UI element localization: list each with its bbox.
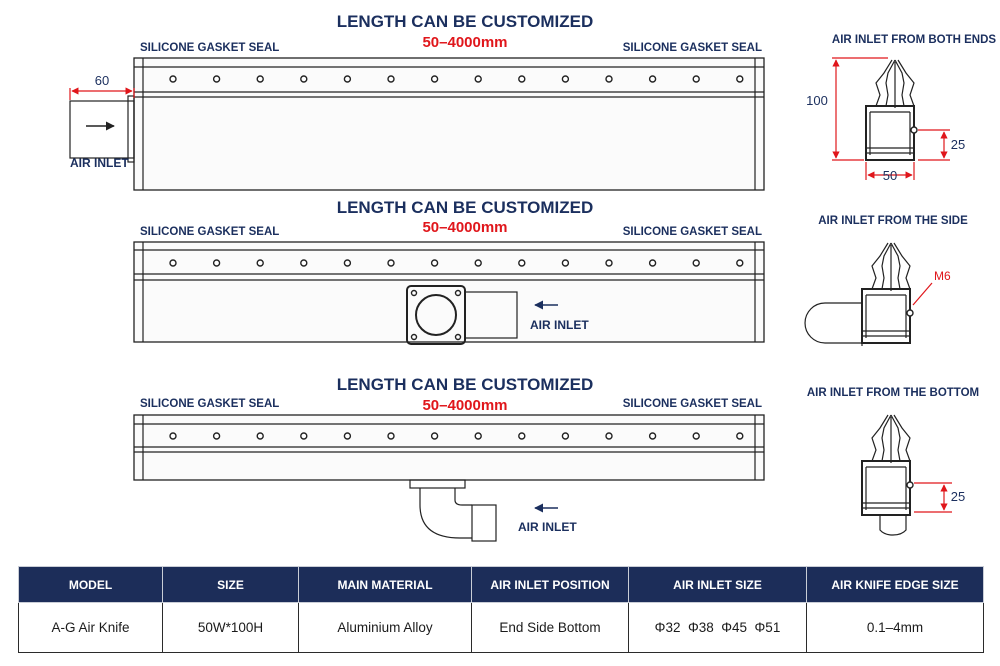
bottom-inlet-elbow [409, 479, 497, 542]
gasket-hole [561, 432, 570, 440]
gasket-hole [474, 259, 482, 267]
header-size: SIZE [162, 566, 299, 603]
dim-width: 50 [883, 168, 897, 183]
dim-port-3: 25 [951, 489, 965, 504]
header-inlet-size: AIR INLET SIZE [628, 566, 807, 603]
gasket-hole [212, 75, 221, 83]
gasket-hole [256, 259, 264, 267]
gasket-hole [169, 75, 177, 83]
spec-table: MODEL SIZE MAIN MATERIAL AIR INLET POSIT… [18, 566, 984, 653]
cell-material: Aluminium Alloy [298, 602, 472, 653]
gasket-hole [692, 75, 700, 83]
header-inlet-position: AIR INLET POSITION [471, 566, 629, 603]
gasket-hole [518, 432, 526, 440]
gasket-hole [605, 432, 613, 440]
cell-model: A-G Air Knife [18, 602, 163, 653]
gasket-hole [474, 75, 482, 83]
gasket-hole [212, 259, 221, 267]
heading-2: LENGTH CAN BE CUSTOMIZED [337, 198, 594, 217]
dim-port-1: 25 [951, 137, 965, 152]
gasket-hole [736, 432, 744, 440]
diagram-end-inlet: LENGTH CAN BE CUSTOMIZED 50–4000mm SILIC… [69, 12, 765, 191]
gasket-hole [430, 432, 439, 440]
thread-label: M6 [934, 269, 951, 283]
seal-right-3: SILICONE GASKET SEAL [623, 398, 762, 410]
gasket-hole [648, 259, 657, 267]
gasket-hole [430, 75, 439, 83]
gasket-hole [343, 75, 352, 83]
range-3: 50–4000mm [422, 397, 507, 414]
header-material: MAIN MATERIAL [298, 566, 472, 603]
gasket-hole [736, 259, 744, 267]
heading-3: LENGTH CAN BE CUSTOMIZED [337, 375, 594, 394]
gasket-hole [300, 432, 308, 440]
gasket-hole [518, 259, 526, 267]
gasket-hole [300, 75, 308, 83]
air-inlet-label-3: AIR INLET [518, 520, 577, 534]
section-bottom: AIR INLET FROM THE BOTTOM 25 [807, 387, 979, 536]
heading-1: LENGTH CAN BE CUSTOMIZED [337, 12, 594, 31]
gasket-hole [648, 75, 657, 83]
gasket-hole [430, 259, 439, 267]
seal-left-3: SILICONE GASKET SEAL [140, 398, 279, 410]
seal-right-1: SILICONE GASKET SEAL [623, 42, 762, 54]
cell-inlet-size: Φ32 Φ38 Φ45 Φ51 [628, 602, 807, 653]
dim-height: 100 [806, 93, 828, 108]
diagram-bottom-inlet: LENGTH CAN BE CUSTOMIZED 50–4000mm SILIC… [133, 375, 765, 542]
section-title-2: AIR INLET FROM THE SIDE [818, 215, 968, 227]
table-row: A-G Air Knife 50W*100H Aluminium Alloy E… [18, 602, 984, 653]
cell-size: 50W*100H [162, 602, 299, 653]
gasket-hole [256, 75, 264, 83]
gasket-hole [736, 75, 744, 83]
knife-body-1 [133, 57, 765, 191]
knife-body-2 [133, 241, 765, 343]
gasket-hole [692, 432, 700, 440]
gasket-hole [605, 75, 613, 83]
gasket-hole [343, 432, 352, 440]
cell-inlet-position: End Side Bottom [471, 602, 629, 653]
gasket-hole [518, 75, 526, 83]
seal-left-2: SILICONE GASKET SEAL [140, 226, 279, 238]
gasket-hole [692, 259, 700, 267]
gasket-hole [256, 432, 264, 440]
gasket-hole [387, 259, 395, 267]
seal-left-1: SILICONE GASKET SEAL [140, 42, 279, 54]
dim-inlet-length: 60 [95, 73, 109, 88]
section-title-1: AIR INLET FROM BOTH ENDS [832, 34, 997, 46]
gasket-hole [212, 432, 221, 440]
air-inlet-label-1: AIR INLET [70, 156, 129, 170]
gasket-hole [561, 259, 570, 267]
gasket-hole [605, 259, 613, 267]
gasket-hole [387, 432, 395, 440]
gasket-hole [561, 75, 570, 83]
spec-header-row: MODEL SIZE MAIN MATERIAL AIR INLET POSIT… [18, 566, 984, 603]
header-model: MODEL [18, 566, 163, 603]
section-both-ends: AIR INLET FROM BOTH ENDS 100 50 25 [806, 34, 996, 183]
gasket-hole [169, 432, 177, 440]
range-1: 50–4000mm [422, 34, 507, 51]
gasket-hole [387, 75, 395, 83]
header-edge-size: AIR KNIFE EDGE SIZE [806, 566, 984, 603]
cell-edge-size: 0.1–4mm [806, 602, 984, 653]
gasket-hole [300, 259, 308, 267]
section-title-3: AIR INLET FROM THE BOTTOM [807, 387, 979, 399]
gasket-hole [648, 432, 657, 440]
gasket-hole [474, 432, 482, 440]
section-side: AIR INLET FROM THE SIDE M6 [804, 215, 968, 346]
air-inlet-label-2: AIR INLET [530, 318, 589, 332]
diagram-side-inlet: LENGTH CAN BE CUSTOMIZED 50–4000mm SILIC… [133, 198, 765, 345]
range-2: 50–4000mm [422, 219, 507, 236]
gasket-hole [169, 259, 177, 267]
gasket-hole [343, 259, 352, 267]
seal-right-2: SILICONE GASKET SEAL [623, 226, 762, 238]
end-inlet-pipe [69, 100, 135, 159]
